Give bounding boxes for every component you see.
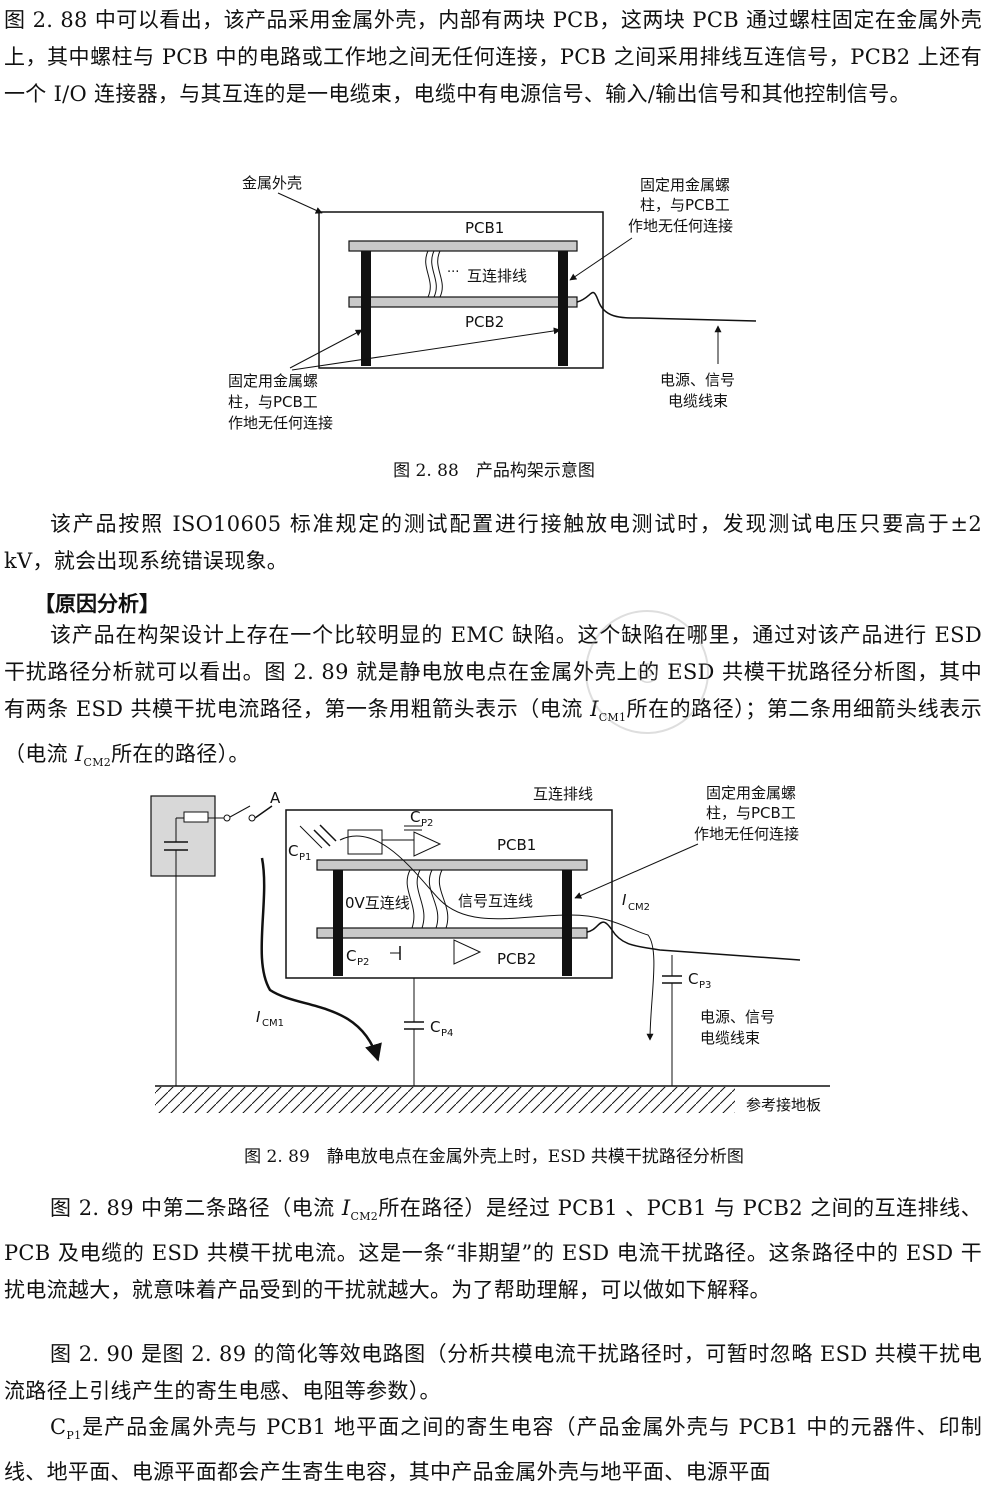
figure-2-89-caption: 图 2. 89 静电放电点在金属外壳上时，ESD 共模干扰路径分析图 — [244, 1147, 744, 1167]
screw-left — [361, 251, 371, 366]
ribbon-dots: ··· — [447, 265, 459, 280]
svg-text:I: I — [256, 1008, 261, 1026]
screw-bottom-left-label-1: 固定用金属螺 — [228, 372, 318, 390]
figure-2-88: PCB1 PCB2 互连排线 ··· 金属外壳 固定用金属螺 柱，与PCB工 作… — [228, 174, 757, 432]
screw-bottom-left-label-3: 作地无任何连接 — [228, 414, 333, 432]
screw-bottom-left-label-2: 柱，与PCB工 — [228, 393, 318, 411]
paragraph-cp1-definition: CP1是产品金属外壳与 PCB1 地平面之间的寄生电容（产品金属外壳与 PCB1… — [4, 1415, 982, 1485]
ribbon-label: 互连排线 — [467, 267, 527, 285]
esd-generator — [150, 795, 216, 877]
cp1-label: P1 — [299, 852, 311, 863]
cable-label-1: 电源、信号 — [700, 1008, 775, 1026]
screw-right — [562, 870, 572, 976]
ribbon-cable — [425, 250, 443, 298]
screw-top-right-label-3: 作地无任何连接 — [628, 217, 733, 235]
svg-text:C: C — [688, 970, 698, 988]
pcb2-board — [316, 927, 588, 939]
paragraph-test-result: 该产品按照 ISO10605 标准规定的测试配置进行接触放电测试时，发现测试电压… — [4, 512, 982, 573]
cable-bundle — [586, 921, 801, 961]
figure-2-89: A 互连排线 PCB1 PCB2 0V互连线 信号互连线 C P2 C P1 C… — [150, 784, 830, 1114]
metal-shell — [285, 809, 613, 979]
pcb1-board — [316, 859, 588, 871]
ribbon-label: 互连排线 — [533, 785, 593, 803]
paragraph-product-structure: 图 2. 88 中可以看出，该产品采用金属外壳，内部有两块 PCB，这两块 PC… — [4, 8, 982, 106]
cp3-label: P3 — [699, 980, 711, 991]
ov-interconnect-label: 0V互连线 — [345, 894, 410, 912]
paragraph-second-path: 图 2. 89 中第二条路径（电流 ICM2所在路径）是经过 PCB1 、PCB… — [4, 1196, 982, 1303]
screw-top-right-label-2: 柱，与PCB工 — [640, 196, 730, 214]
pcb1-label: PCB1 — [497, 836, 536, 854]
svg-text:C: C — [346, 947, 356, 965]
screw-label-2: 柱，与PCB工 — [706, 804, 796, 822]
point-a-label: A — [270, 789, 281, 807]
icm1-label: CM1 — [262, 1018, 284, 1029]
svg-text:C: C — [410, 808, 420, 826]
pcb2-label: PCB2 — [465, 313, 504, 331]
cable-label-1: 电源、信号 — [660, 371, 735, 389]
signal-interconnect-label: 信号互连线 — [458, 892, 533, 910]
ground-plane-label: 参考接地板 — [746, 1096, 821, 1114]
figure-2-88-caption: 图 2. 88 产品构架示意图 — [393, 461, 595, 481]
cable-label-2: 电缆线束 — [668, 392, 728, 410]
cp2-bottom-label: P2 — [357, 957, 369, 968]
shell-label: 金属外壳 — [242, 174, 302, 192]
pcb2-label: PCB2 — [497, 950, 536, 968]
cp4-label: P4 — [441, 1028, 453, 1039]
cp2-top-label: P2 — [421, 818, 433, 829]
pcb1-board — [348, 240, 578, 252]
screw-label-1: 固定用金属螺 — [706, 784, 796, 802]
screw-right — [558, 251, 568, 366]
svg-text:C: C — [288, 842, 298, 860]
screw-label-3: 作地无任何连接 — [694, 825, 799, 843]
ground-plane-hatch — [155, 1087, 735, 1113]
screw-left — [333, 870, 343, 976]
svg-text:C: C — [430, 1018, 440, 1036]
paragraph-cause-analysis: 该产品在构架设计上存在一个比较明显的 EMC 缺陷。这个缺陷在哪里，通过对该产品… — [4, 623, 982, 770]
cable-bundle — [576, 291, 757, 322]
icm1-path — [260, 857, 382, 1062]
icm2-path — [339, 835, 655, 1041]
paragraph-equivalent-circuit: 图 2. 90 是图 2. 89 的简化等效电路图（分析共模电流干扰路径时，可暂… — [4, 1342, 982, 1403]
section-heading-cause-analysis: 【原因分析】 — [34, 591, 160, 616]
pcb2-board — [348, 296, 578, 308]
svg-text:I: I — [622, 891, 627, 909]
metal-shell — [318, 211, 604, 369]
cable-label-2: 电缆线束 — [700, 1029, 760, 1047]
icm2-label: CM2 — [628, 902, 650, 913]
screw-top-right-label-1: 固定用金属螺 — [640, 176, 730, 194]
pcb1-label: PCB1 — [465, 219, 504, 237]
